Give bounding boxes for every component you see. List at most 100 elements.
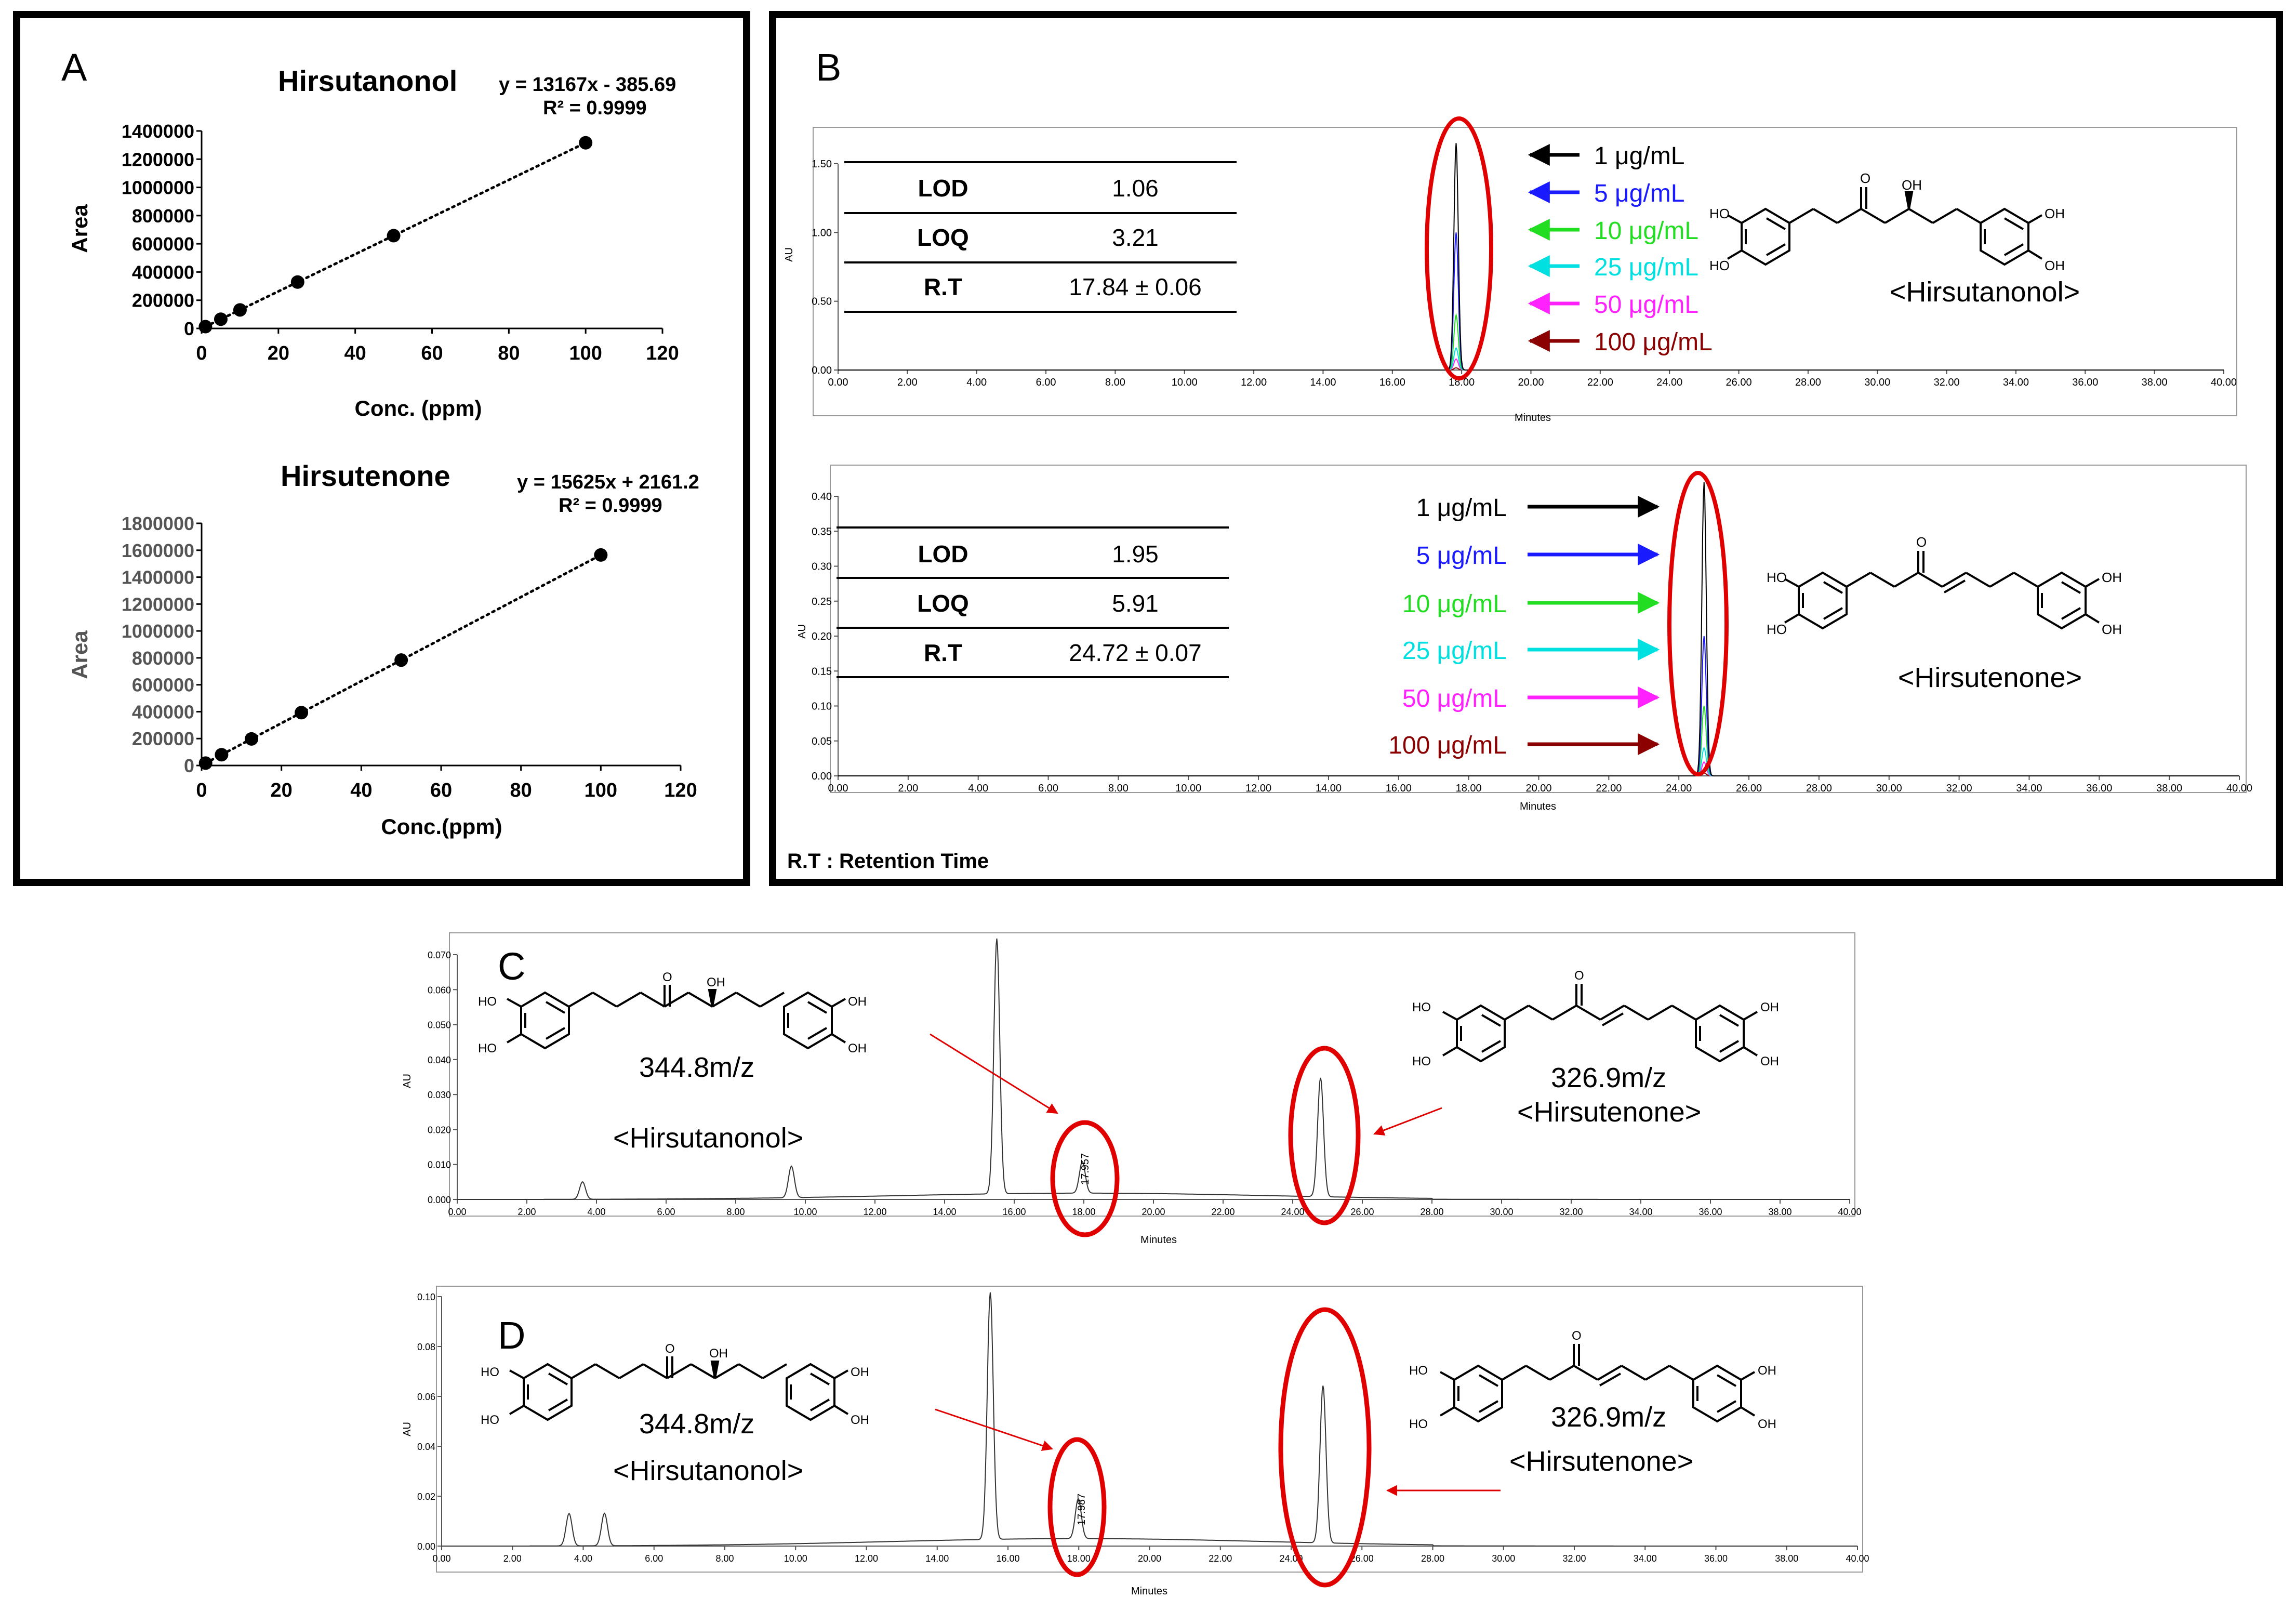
r-squared: R² = 0.9999 xyxy=(543,97,647,119)
x-tick-label: 100 xyxy=(569,342,602,364)
lod-loq-table: LOD 1.95 LOQ 5.91 R.T 24.72 ± 0.07 xyxy=(837,526,1229,678)
y-tick-label: 1200000 xyxy=(122,149,194,170)
data-point xyxy=(198,320,213,334)
hydroxyl-label: OH xyxy=(1758,1364,1776,1378)
legend-label: 25 μg/mL xyxy=(1594,254,1698,281)
x-tick-label: 30.00 xyxy=(1492,1553,1515,1564)
panel-a-frame xyxy=(13,11,750,886)
y-axis-label: AU xyxy=(784,247,795,262)
hydroxyl-label: HO xyxy=(1412,1054,1431,1068)
chart-border xyxy=(830,465,2247,793)
data-point xyxy=(214,312,228,326)
axes: 0200000400000600000800000100000012000001… xyxy=(122,513,697,801)
x-tick-label: 16.00 xyxy=(1386,783,1412,794)
x-tick-label: 60 xyxy=(421,342,443,364)
panel-c-sample-chromatogram: C AU Minutes 0.0000.0100.0200.0300.0400.… xyxy=(402,932,1862,1246)
y-tick-label: 0.070 xyxy=(428,950,451,960)
peak-highlight-ellipse xyxy=(1288,1046,1361,1225)
hydroxyl-label: OH xyxy=(851,1413,869,1427)
y-tick-label: 0.00 xyxy=(417,1541,435,1552)
data-marks xyxy=(457,938,1850,1200)
series-line xyxy=(838,761,2239,776)
x-tick-label: 34.00 xyxy=(1629,1207,1652,1217)
y-tick-label: 1200000 xyxy=(122,593,194,615)
x-tick-label: 0.00 xyxy=(448,1207,466,1217)
hydroxyl-label: HO xyxy=(481,1413,499,1427)
x-tick-label: 12.00 xyxy=(1241,377,1267,388)
hydroxyl-label: HO xyxy=(1709,258,1730,273)
y-tick-label: 0.50 xyxy=(812,296,832,308)
table-value: 24.72 ± 0.07 xyxy=(1069,639,1201,666)
x-tick-label: 2.00 xyxy=(503,1553,522,1564)
hirsutenone-structure xyxy=(1442,984,1758,1063)
table-label: R.T xyxy=(924,639,962,666)
x-tick-label: 40.00 xyxy=(2211,377,2237,388)
x-tick-label: 32.00 xyxy=(1559,1207,1583,1217)
carbonyl-label: O xyxy=(1860,170,1870,186)
series-line xyxy=(838,747,2239,776)
x-tick-label: 32.00 xyxy=(1934,377,1960,388)
x-tick-label: 12.00 xyxy=(855,1553,878,1564)
hydroxyl-label: OH xyxy=(2045,206,2065,221)
y-tick-label: 0.04 xyxy=(417,1442,435,1452)
legend-label: 10 μg/mL xyxy=(1594,217,1698,245)
y-tick-label: 1.50 xyxy=(812,159,832,170)
x-tick-label: 10.00 xyxy=(1172,377,1198,388)
x-tick-label: 60 xyxy=(430,780,452,801)
x-tick-label: 6.00 xyxy=(1038,783,1058,794)
peak-retention-label: 17.987 xyxy=(1076,1494,1087,1525)
hydroxyl-label: OH xyxy=(851,1365,869,1379)
y-axis-label: AU xyxy=(797,624,808,639)
x-tick-label: 16.00 xyxy=(1379,377,1405,388)
table-value: 1.95 xyxy=(1112,540,1159,567)
legend-label: 50 μg/mL xyxy=(1594,291,1698,319)
legend-label: 5 μg/mL xyxy=(1416,542,1507,570)
x-tick-label: 4.00 xyxy=(587,1207,605,1217)
data-point xyxy=(579,136,593,150)
peak-highlight-ellipse xyxy=(1050,1120,1120,1237)
hydroxyl-label: HO xyxy=(1412,1000,1431,1014)
hirsutanonol-structure xyxy=(509,1356,849,1421)
r-squared: R² = 0.9999 xyxy=(559,495,662,517)
x-tick-label: 8.00 xyxy=(715,1553,734,1564)
x-tick-label: 26.00 xyxy=(1726,377,1752,388)
table-label: LOD xyxy=(918,540,968,567)
legend-label: 10 μg/mL xyxy=(1402,590,1507,618)
x-tick-label: 30.00 xyxy=(1864,377,1890,388)
y-tick-label: 1000000 xyxy=(122,621,194,642)
x-axis-label: Conc.(ppm) xyxy=(381,814,502,839)
hirsutenone-mass: 326.9m/z xyxy=(1551,1402,1666,1433)
y-tick-label: 1800000 xyxy=(122,513,194,534)
table-value: 3.21 xyxy=(1112,224,1159,251)
hydroxyl-label: OH xyxy=(1760,1054,1779,1068)
y-tick-label: 0.06 xyxy=(417,1392,435,1402)
concentration-legend: 1 μg/mL 5 μg/mL 10 μg/mL 25 μg/mL 50 μg/… xyxy=(1528,142,1713,356)
carbonyl-label: O xyxy=(665,1342,675,1356)
panel-letter-d: D xyxy=(498,1314,525,1357)
legend-label: 50 μg/mL xyxy=(1402,685,1507,712)
y-tick-label: 0.30 xyxy=(812,561,832,573)
y-tick-label: 0.35 xyxy=(812,526,832,537)
x-tick-label: 40 xyxy=(344,342,366,364)
x-tick-label: 0 xyxy=(196,342,207,364)
x-tick-label: 8.00 xyxy=(1105,377,1125,388)
chart-border xyxy=(436,1286,1863,1573)
x-tick-label: 20.00 xyxy=(1142,1207,1165,1217)
x-tick-label: 18.00 xyxy=(1456,783,1482,794)
y-tick-label: 800000 xyxy=(132,205,194,227)
data-point xyxy=(215,748,229,762)
y-axis-label: Area xyxy=(68,204,92,253)
x-axis-label: Minutes xyxy=(1520,801,1556,812)
panel-a: A Hirsutanonol y = 13167x - 385.69 R² = … xyxy=(61,46,699,839)
peak-highlight-ellipse xyxy=(1425,116,1493,380)
x-tick-label: 6.00 xyxy=(1036,377,1056,388)
series-line xyxy=(838,143,2224,371)
data-marks xyxy=(442,1292,1857,1547)
x-tick-label: 8.00 xyxy=(1108,783,1129,794)
carbonyl-label: O xyxy=(662,970,672,984)
hydroxyl-label: OH xyxy=(1758,1417,1776,1431)
hydroxyl-label: HO xyxy=(1409,1417,1428,1431)
hirsutenone-structure xyxy=(1439,1344,1756,1423)
